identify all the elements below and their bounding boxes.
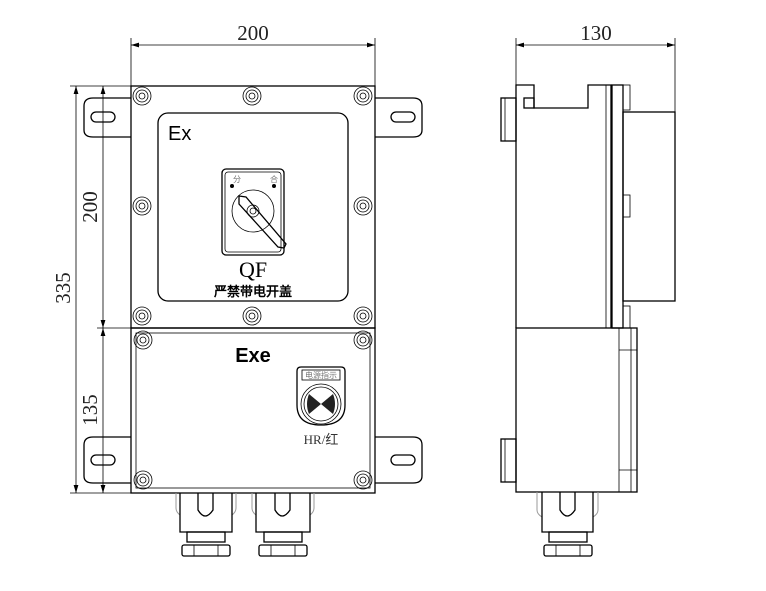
front-width-dimension: 200 bbox=[130, 21, 376, 88]
lower-height-dim-label: 135 bbox=[78, 394, 102, 426]
power-indicator-light: 电源指示 HR/红 bbox=[296, 366, 346, 447]
depth-dim-label: 130 bbox=[580, 21, 612, 45]
lower-enclosure: Exe bbox=[130, 327, 376, 494]
switch-on-label: 合 bbox=[270, 174, 278, 184]
switch-off-label: 分 bbox=[233, 175, 241, 184]
indicator-label: HR/红 bbox=[304, 432, 339, 447]
upper-height-dim-label: 200 bbox=[78, 191, 102, 223]
total-height-dim-label: 335 bbox=[51, 272, 75, 304]
width-dim-label: 200 bbox=[237, 21, 269, 45]
side-view bbox=[500, 84, 676, 557]
exe-label: Exe bbox=[235, 345, 271, 367]
mounting-brackets bbox=[83, 97, 423, 484]
rotary-switch[interactable]: 分 合 bbox=[221, 168, 287, 256]
side-depth-dimension: 130 bbox=[515, 21, 676, 112]
switch-handle[interactable] bbox=[238, 195, 287, 249]
front-height-dimensions: 335 200 135 bbox=[51, 85, 131, 494]
indicator-caption: 电源指示 bbox=[305, 370, 337, 380]
warning-text: 严禁带电开盖 bbox=[213, 284, 292, 300]
switch-tag: QF bbox=[239, 257, 267, 282]
ex-label: Ex bbox=[168, 123, 191, 145]
cable-glands-front bbox=[175, 493, 315, 557]
